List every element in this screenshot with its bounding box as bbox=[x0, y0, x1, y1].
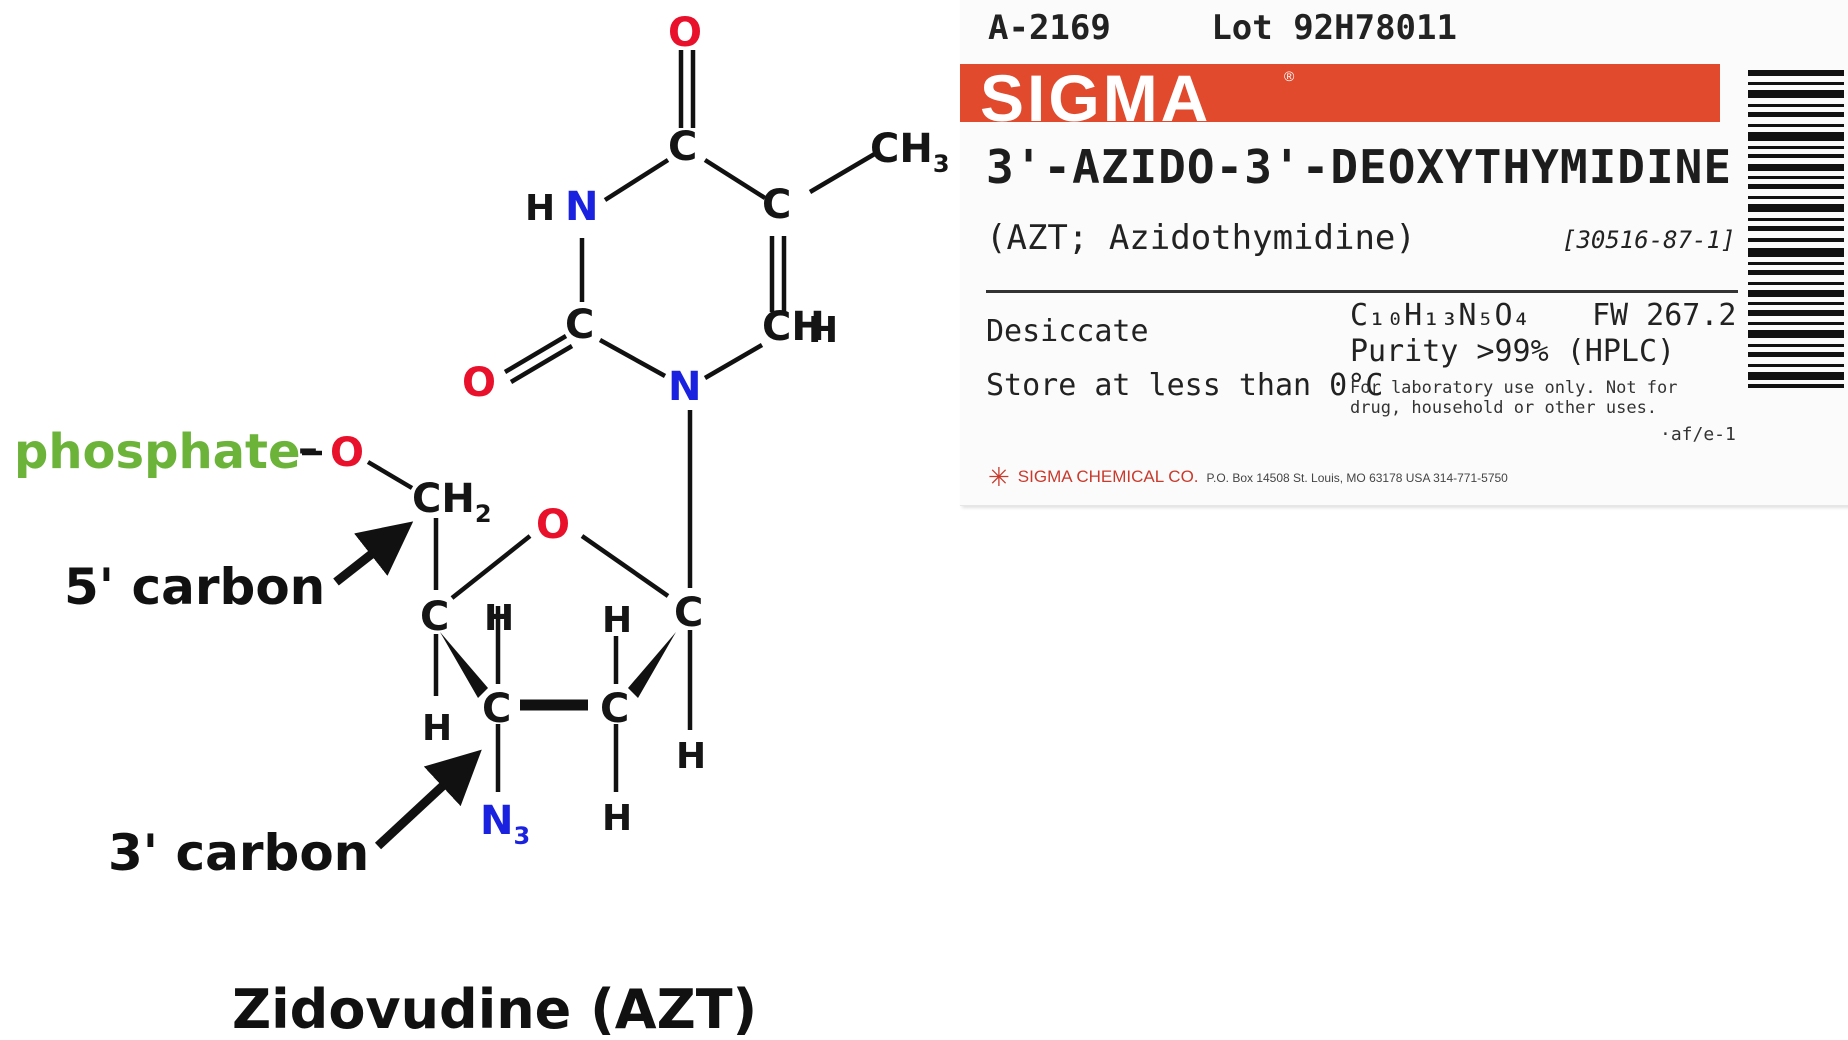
cas-number: [30516-87-1] bbox=[1562, 226, 1736, 254]
atom-n3: N bbox=[565, 184, 598, 230]
atom-c4prime: C bbox=[420, 594, 449, 640]
desiccate-instruction: Desiccate bbox=[986, 314, 1149, 349]
atom-h-c4prime: H bbox=[422, 708, 452, 749]
annotation-3-prime-carbon: 3' carbon bbox=[108, 824, 369, 882]
sigma-star-icon: ✳ bbox=[988, 462, 1010, 492]
azide-group: N3 bbox=[480, 798, 530, 850]
pyrimidine-ring-bonds bbox=[503, 50, 880, 588]
atom-h-c3prime-up: H bbox=[484, 598, 514, 639]
atom-c3prime: C bbox=[482, 686, 511, 732]
azide-n-text: N bbox=[480, 798, 513, 844]
atom-c1prime: C bbox=[674, 590, 703, 636]
atom-h-c2prime-down: H bbox=[602, 798, 632, 839]
sugar-ring-bonds bbox=[302, 450, 693, 792]
sigma-product-label: A-2169 Lot 92H78011 SIGMA ® 3'-AZIDO-3'-… bbox=[960, 0, 1848, 506]
company-address: P.O. Box 14508 St. Louis, MO 63178 USA 3… bbox=[1206, 470, 1508, 485]
atom-c2prime: C bbox=[600, 686, 629, 732]
atom-methyl: CH3 bbox=[870, 126, 950, 178]
atom-c2: C bbox=[565, 302, 594, 348]
barcode-icon bbox=[1748, 70, 1844, 388]
molecular-formula: C₁₀H₁₃N₅O₄ bbox=[1350, 298, 1531, 333]
azide-subscript: 3 bbox=[513, 822, 530, 850]
company-line: ✳ SIGMA CHEMICAL CO. P.O. Box 14508 St. Lo… bbox=[988, 462, 1508, 493]
product-synonyms: (AZT; Azidothymidine) bbox=[986, 218, 1416, 258]
atom-c4: C bbox=[668, 124, 697, 170]
lot-number: Lot 92H78011 bbox=[1211, 8, 1457, 48]
wedge-c1prime-c2prime bbox=[628, 632, 676, 698]
formula-weight: FW 267.2 bbox=[1592, 298, 1737, 333]
atom-o4: O bbox=[668, 10, 702, 56]
atom-n1: N bbox=[668, 364, 701, 410]
company-name: SIGMA CHEMICAL CO. bbox=[1017, 466, 1199, 486]
registered-mark: ® bbox=[1284, 68, 1295, 84]
arrow-3-prime bbox=[374, 749, 482, 850]
product-name: 3'-AZIDO-3'-DEOXYTHYMIDINE bbox=[986, 140, 1733, 194]
bond-c2-o2-b bbox=[509, 344, 574, 384]
atom-o5prime: O bbox=[330, 430, 364, 476]
phosphate-bond-dash: – bbox=[298, 426, 318, 472]
diagram-caption: Zidovudine (AZT) bbox=[232, 978, 757, 1040]
purity-spec: Purity >99% (HPLC) bbox=[1350, 334, 1676, 369]
brand-bar: SIGMA ® bbox=[960, 61, 1720, 135]
atom-ch2: CH2 bbox=[412, 476, 492, 528]
methylene-subscript: 2 bbox=[475, 500, 492, 528]
bond-o-c1prime bbox=[580, 534, 670, 598]
atom-h-c2prime-up: H bbox=[602, 600, 632, 641]
storage-instruction: Store at less than 0°C bbox=[986, 368, 1384, 403]
atom-c6: CH bbox=[762, 304, 825, 350]
methyl-ch-text: CH bbox=[870, 126, 933, 172]
atom-o2: O bbox=[462, 360, 496, 406]
bond-o-ch2 bbox=[366, 460, 414, 490]
bond-c6-n1 bbox=[703, 343, 764, 380]
bond-c2-o2-a bbox=[503, 334, 568, 374]
atom-o4prime: O bbox=[536, 502, 570, 548]
label-divider bbox=[986, 290, 1738, 293]
atom-n3-h: H bbox=[525, 188, 555, 229]
lab-use-notice: For laboratory use only. Not for drug, h… bbox=[1350, 378, 1678, 418]
arrow-5-prime bbox=[333, 521, 414, 586]
wedge-c4prime-c3prime bbox=[440, 632, 488, 698]
bond-c4-c5 bbox=[703, 158, 767, 200]
methyl-subscript: 3 bbox=[933, 150, 950, 178]
label-header: A-2169 Lot 92H78011 bbox=[988, 8, 1457, 48]
methylene-ch-text: CH bbox=[412, 476, 475, 522]
atom-h-c6: H bbox=[808, 310, 838, 351]
bond-c2-n1 bbox=[598, 338, 667, 378]
catalog-number: A-2169 bbox=[988, 8, 1111, 48]
phosphate-label: phosphate bbox=[14, 424, 301, 480]
misc-code: ·af/e-1 bbox=[1660, 424, 1736, 445]
sigma-logo: SIGMA bbox=[980, 61, 1212, 135]
atom-h-c1prime: H bbox=[676, 736, 706, 777]
annotation-5-prime-carbon: 5' carbon bbox=[64, 558, 325, 616]
bond-c4-n3 bbox=[603, 158, 670, 202]
atom-c5: C bbox=[762, 182, 791, 228]
bond-c5-ch3 bbox=[808, 150, 880, 194]
azt-structure-diagram: O C CH3 C H N C O CH N phosphate – O CH2… bbox=[14, 10, 950, 1040]
bond-c4prime-o bbox=[450, 534, 532, 600]
